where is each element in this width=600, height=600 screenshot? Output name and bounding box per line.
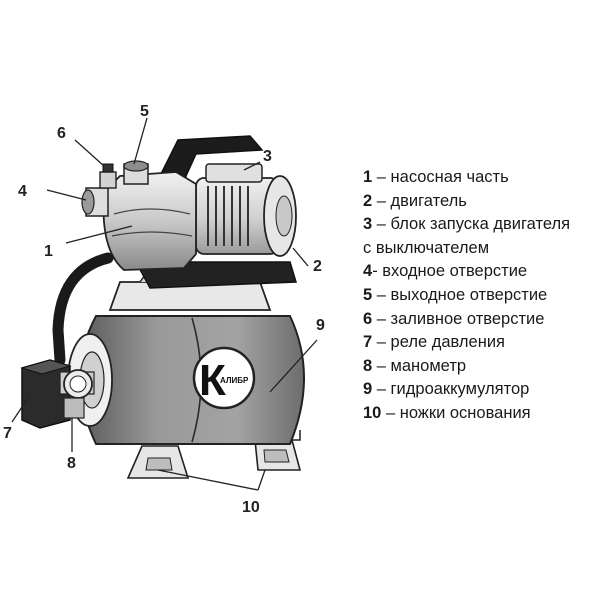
legend-item: 10 – ножки основания (363, 402, 595, 426)
kalibr-logo: К АЛИБР (192, 346, 256, 410)
outlet-port (123, 160, 149, 185)
callout-8: 8 (67, 455, 76, 472)
filler-port (99, 163, 117, 189)
legend-number: 6 (363, 309, 373, 328)
legend-number: 1 (363, 168, 373, 186)
legend-text: – ножки основания (381, 403, 531, 422)
callout-2: 2 (313, 258, 322, 275)
legend-item: 2 – двигатель (363, 190, 595, 214)
callout-10: 10 (242, 499, 260, 516)
legend-item: 5 – выходное отверстие (363, 284, 595, 308)
legend-text: – заливное отверстие (372, 309, 545, 328)
leader-lines (11, 117, 318, 491)
legend-text: – двигатель (372, 191, 467, 210)
callout-1: 1 (44, 243, 53, 260)
legend-item: 4- входное отверстие (363, 260, 595, 284)
legend-item: 8 – манометр (363, 355, 595, 379)
legend-text: - входное отверстие (372, 262, 528, 281)
legend-text: – реле давления (372, 333, 505, 352)
legend-number: 5 (363, 285, 373, 304)
legend-item: 9 – гидроаккумулятор (363, 378, 595, 402)
parts-legend: 1 – насосная часть 2 – двигатель 3 – бло… (363, 166, 595, 426)
legend-item: 3 – блок запуска двигателя (363, 213, 595, 237)
legend-text: – насосная часть (372, 168, 509, 186)
manometer (59, 369, 95, 419)
legend-number: 9 (363, 380, 373, 399)
callout-6: 6 (57, 125, 66, 142)
legend-item: с выключателем (363, 237, 595, 261)
logo-brand: АЛИБР (220, 376, 249, 385)
legend-text: – гидроаккумулятор (372, 380, 530, 399)
legend-text: – выходное отверстие (372, 285, 548, 304)
legend-number: 4 (363, 262, 373, 281)
legend-item: 1 – насосная часть (363, 166, 595, 190)
callout-7: 7 (3, 425, 12, 442)
callouts: 1 2 3 4 5 6 7 8 9 10 (3, 103, 325, 516)
callout-5: 5 (140, 103, 149, 120)
legend-text: – манометр (372, 356, 467, 375)
legend-text: – блок запуска двигателя (372, 215, 571, 234)
accumulator-tank (79, 315, 305, 445)
hose (52, 252, 114, 366)
callout-3: 3 (263, 148, 272, 165)
legend-number: 2 (363, 191, 373, 210)
start-block (205, 163, 263, 183)
pump-housing (102, 171, 197, 271)
legend-number: 8 (363, 356, 373, 375)
legend-number: 10 (363, 403, 382, 422)
legend-text: с выключателем (363, 238, 490, 257)
logo-letter: К (199, 356, 226, 405)
inlet-port (81, 187, 109, 217)
callout-4: 4 (18, 183, 27, 200)
motor (195, 175, 297, 257)
pressure-switch (20, 359, 72, 429)
legend-item: 7 – реле давления (363, 331, 595, 355)
legend-item: 6 – заливное отверстие (363, 308, 595, 332)
callout-9: 9 (316, 317, 325, 334)
legend-number: 7 (363, 333, 373, 352)
legend-number: 3 (363, 215, 373, 234)
